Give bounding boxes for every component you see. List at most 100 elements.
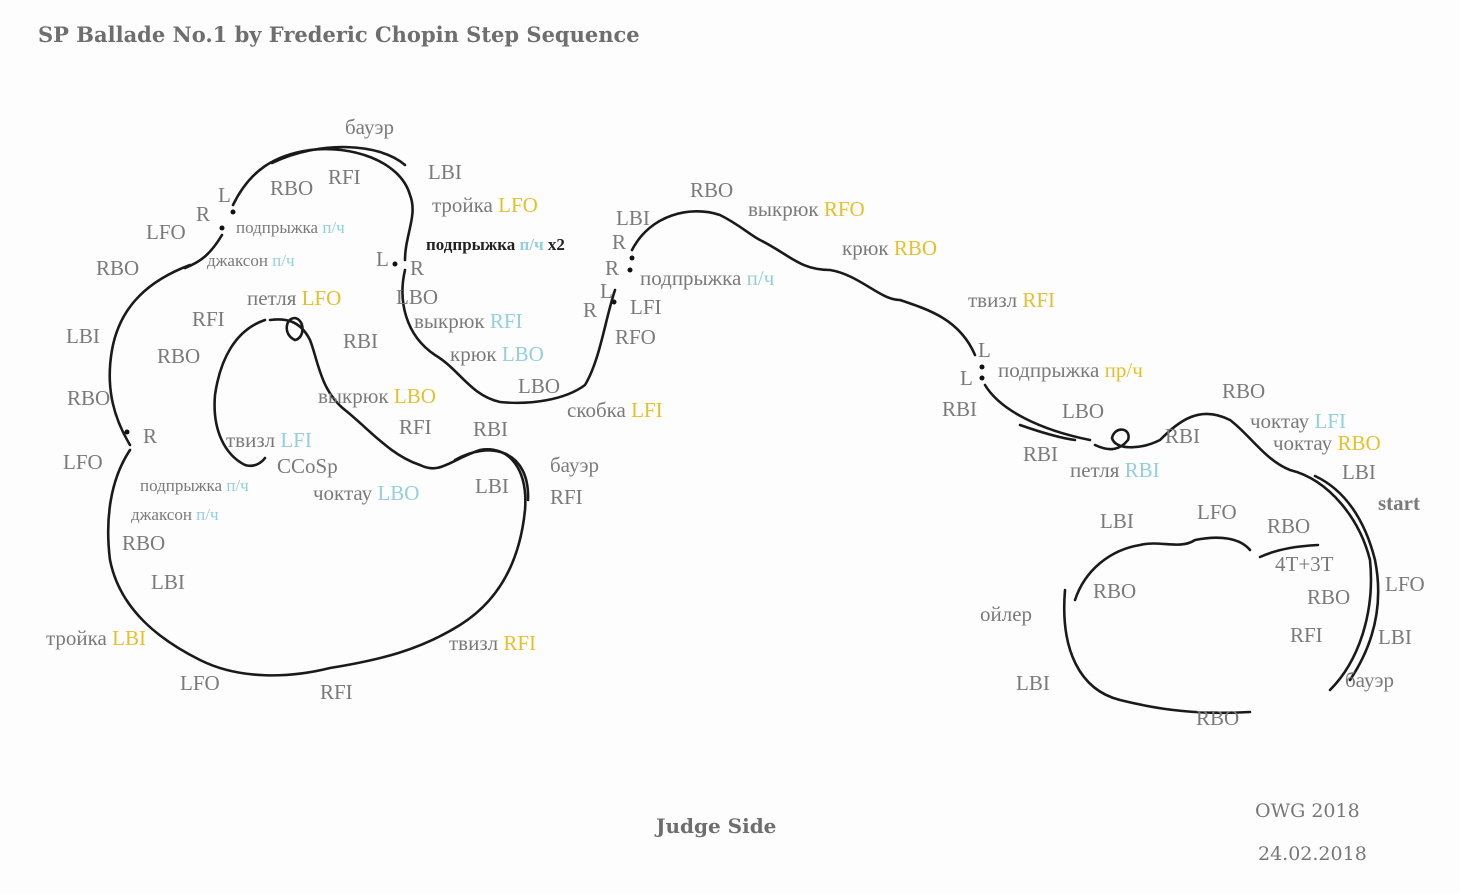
element-label: RFI [320,680,353,704]
element-label: подпрыжка п/ч x2 [426,233,565,257]
label-part: RFO [615,325,656,349]
element-label: RFI [328,165,361,189]
label-part: R [583,298,598,322]
label-part: бауэр [1345,668,1394,692]
label-part: LFO [498,193,538,217]
label-part: LBO [377,481,420,505]
label-part: RBI [1165,424,1201,448]
element-label: LFO [146,220,186,244]
element-label: петля RBI [1070,458,1160,482]
label-part: LFI [630,295,662,319]
label-part: LFO [301,286,342,310]
label-part: RBO [1337,431,1381,455]
path-left-descent [401,268,617,405]
label-part: RFI [550,485,583,509]
element-label: твизл LFI [226,428,312,452]
label-part: RBO [1222,379,1266,403]
label-part: LBI [151,570,185,594]
element-label: джаксон п/ч [207,249,295,273]
label-part: петля [1070,458,1125,482]
label-part: скобка [567,398,632,422]
element-label: ойлер [980,602,1032,626]
date-label: 24.02.2018 [1258,843,1367,865]
label-part: LFO [1385,572,1425,596]
label-part: CCoSp [277,454,338,478]
element-label: LBI [1100,509,1134,533]
element-label: подпрыжка пр/ч [998,358,1143,382]
label-part: start [1378,491,1420,515]
path-lfo-loop [285,316,304,342]
element-label: LBO [396,285,438,309]
element-label: LBI [151,570,185,594]
element-label: R [196,202,210,226]
element-label: LFI [630,295,662,319]
label-part: R [196,202,211,226]
label-part: LBO [393,384,436,408]
element-label: выкрюк RFO [748,197,865,221]
label-part: п/ч [226,476,249,495]
path-middle-hill [630,210,977,357]
label-part: подпрыжка [998,358,1105,382]
element-label: RBI [473,417,508,441]
element-label: R [612,230,626,254]
label-part: RFI [399,415,432,439]
label-part: петля [247,286,302,310]
dot-marker [979,364,985,370]
element-label: LBI [475,474,509,498]
label-part: п/ч [272,251,295,270]
element-label: RBO [67,386,110,410]
label-part: RBO [1196,706,1240,730]
path-descent-to-loop [983,383,1092,442]
element-label: LBI [1342,460,1376,484]
label-part: подпрыжка [426,235,520,254]
label-part: чоктау [1250,409,1315,433]
label-part: RBO [96,256,140,280]
label-part: R [410,256,425,280]
path-bottom-right [1062,588,1252,715]
path-inner-right [1073,536,1252,602]
label-part: RBO [270,176,314,200]
element-label: тройка LFO [432,193,538,217]
element-label: бауэр [345,115,394,139]
path-double-lbo [1018,423,1077,442]
element-label: RBI [1165,424,1200,448]
label-part: LFI [631,398,663,422]
element-label: RBO [122,531,165,555]
element-label: LBI [428,160,462,184]
element-label: выкрюк RFI [414,309,523,333]
element-label: RBO [1222,379,1265,403]
element-label: LBI [1378,625,1412,649]
diagram-title: SP Ballade No.1 by Frederic Chopin Step … [38,22,640,47]
element-label: LBO [518,374,560,398]
label-part: RBO [67,386,111,410]
label-part: RFI [1290,623,1323,647]
label-part: LBI [1342,460,1376,484]
label-part: RBO [122,531,166,555]
label-part: подпрыжка [236,218,323,237]
label-part: RBO [893,236,938,260]
element-label: крюк RBO [842,236,937,260]
label-part: R [143,424,158,448]
label-part: RBO [157,344,201,368]
element-label: LFO [1197,500,1237,524]
element-label: бауэр [1345,668,1394,692]
label-part: LFO [146,220,186,244]
element-label: твизл RFI [449,631,536,655]
label-part: RFI [503,631,537,655]
element-label: твизл RFI [968,288,1055,312]
element-label: бауэр [550,453,599,477]
label-part: LBI [616,206,650,230]
label-part: x2 [543,235,565,254]
element-label: L [600,279,613,303]
label-part: L [600,279,613,303]
dot-marker [392,261,398,267]
element-label: подпрыжка п/ч [640,266,774,290]
label-part: бауэр [345,115,394,139]
label-part: джаксон [207,251,273,270]
label-part: LFO [1197,500,1237,524]
label-part: R [605,256,620,280]
dot-marker [124,429,130,435]
